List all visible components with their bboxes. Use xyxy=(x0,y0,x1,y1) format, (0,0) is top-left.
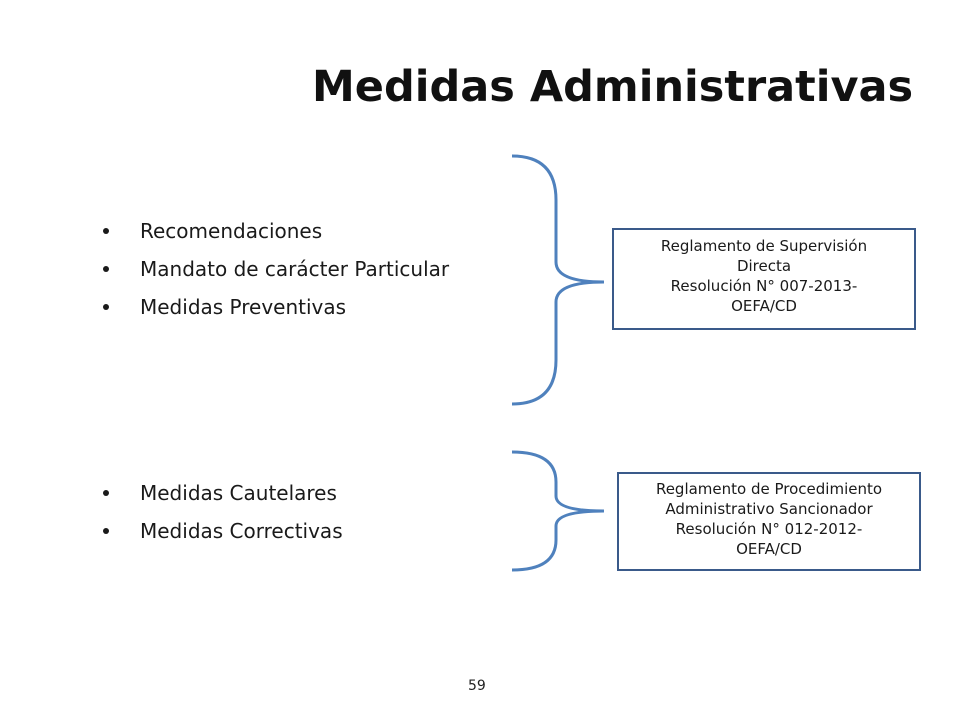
bullet-dot-icon xyxy=(103,228,109,234)
bullet-item: Recomendaciones xyxy=(103,212,449,250)
right-brace-icon xyxy=(511,450,605,572)
bullet-dot-icon xyxy=(103,528,109,534)
bullet-dot-icon xyxy=(103,304,109,310)
regulation-box-supervision: Reglamento de Supervisión Directa Resolu… xyxy=(612,228,916,330)
page-number: 59 xyxy=(468,678,486,694)
regulation-box-sanction: Reglamento de Procedimiento Administrati… xyxy=(617,472,921,571)
bullet-item: Medidas Cautelares xyxy=(103,474,343,512)
bullet-item: Mandato de carácter Particular xyxy=(103,250,449,288)
right-brace-icon xyxy=(511,154,605,406)
bullet-list-preventive: Recomendaciones Mandato de carácter Part… xyxy=(103,212,449,326)
bullet-dot-icon xyxy=(103,490,109,496)
bullet-list-corrective: Medidas Cautelares Medidas Correctivas xyxy=(103,474,343,550)
bullet-item: Medidas Preventivas xyxy=(103,288,449,326)
bullet-item: Medidas Correctivas xyxy=(103,512,343,550)
bullet-dot-icon xyxy=(103,266,109,272)
slide-title: Medidas Administrativas xyxy=(312,62,914,112)
